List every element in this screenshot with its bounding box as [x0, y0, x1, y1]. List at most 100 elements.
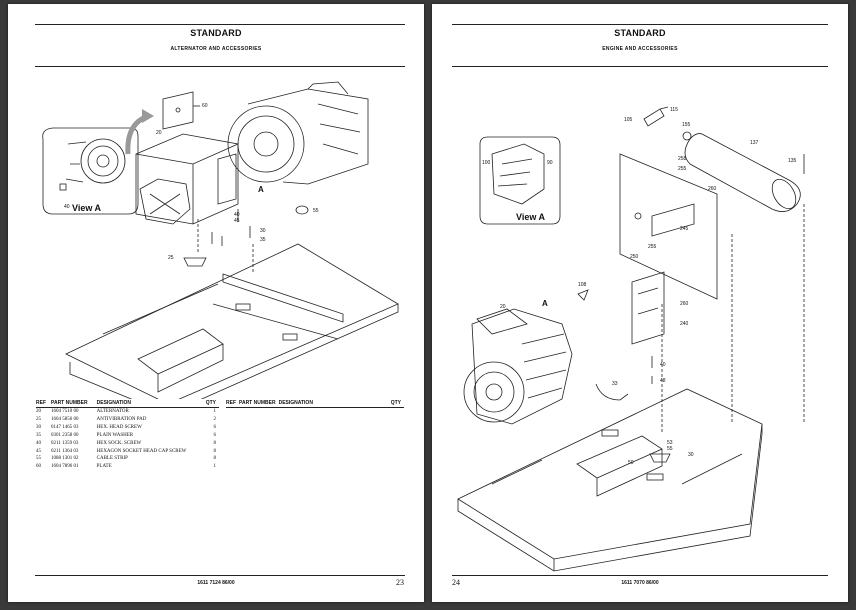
callout-label: 137 — [750, 140, 759, 146]
page-title: STANDARD — [190, 28, 242, 38]
cell-ref: 20 — [36, 409, 41, 414]
callout-label: 108 — [578, 282, 587, 288]
cell-qty: 1 — [213, 409, 217, 414]
callout-label: 33 — [612, 381, 618, 387]
cell-part-number: 0301 2358 00 — [51, 432, 79, 438]
cell-ref: 55 — [36, 456, 41, 462]
callout-label: 55 — [313, 208, 319, 214]
cell-designation: PLAIN WASHER — [96, 432, 134, 438]
callout-label: 240 — [680, 321, 689, 327]
cell-designation: ANTIVIBRATION PAD — [96, 416, 147, 422]
cell-designation: HEXAGON SOCKET HEAD CAP SCREW — [96, 448, 187, 454]
callout-label: 20 — [500, 304, 506, 310]
view-a-inset: 40 View A — [42, 127, 139, 215]
callout-label: 40 — [660, 362, 666, 368]
callout-label: 250 — [630, 254, 639, 260]
table-header-row: REF PART NUMBER DESIGNATION QTY — [226, 400, 404, 408]
callout-label: 255 — [678, 166, 687, 172]
callout-label: 20 — [156, 130, 162, 136]
cell-qty: 8 — [213, 448, 217, 454]
col-designation: DESIGNATION — [278, 400, 391, 408]
callout-label: 90 — [547, 160, 553, 166]
callout-label: 25 — [168, 255, 174, 261]
page-subtitle: ALTERNATOR AND ACCESSORIES — [170, 46, 262, 52]
top-rule — [35, 24, 405, 25]
callout-label: 258 — [678, 156, 687, 162]
cell-qty: 6 — [213, 424, 217, 430]
callout-label: 48 — [660, 378, 666, 384]
cell-designation: HEX. HEAD SCREW — [96, 424, 142, 430]
header-rule — [35, 66, 405, 67]
view-a-label: View A — [72, 203, 102, 213]
callout-label: 55 — [667, 446, 673, 452]
header-rule — [452, 66, 828, 67]
col-qty: QTY — [390, 400, 404, 408]
cell-ref: 60 — [36, 464, 41, 470]
cell-designation: CABLE STRIP — [96, 456, 128, 462]
view-a-marker: A — [258, 185, 264, 194]
cell-part-number: 0211 1364 03 — [51, 448, 79, 454]
cell-qty: 6 — [213, 432, 217, 438]
page-number: 23 — [396, 578, 404, 587]
cell-ref: 25 — [36, 416, 41, 422]
left-page: STANDARD ALTERNATOR AND ACCESSORIES 40 V… — [8, 4, 424, 602]
col-ref: REF — [226, 400, 239, 408]
callout-label: 100 — [482, 160, 491, 166]
cell-designation: PLATE — [96, 464, 112, 470]
table-row: 40 0211 1359 03 HEX SOCK. SCREW 8 — [36, 440, 219, 448]
cell-ref: 30 — [36, 424, 41, 430]
cell-part-number: 1088 1301 02 — [51, 456, 79, 462]
cell-qty: 2 — [213, 416, 217, 422]
cell-qty: 8 — [213, 440, 217, 446]
cell-qty: 8 — [213, 456, 217, 462]
callout-label: 60 — [202, 103, 208, 109]
callout-label: 45 — [234, 218, 240, 224]
cell-part-number: 1604 5856 00 — [51, 416, 79, 422]
col-part-number: PART NUMBER — [239, 400, 279, 408]
footer-rule — [35, 575, 405, 576]
parts-table: REF PART NUMBER DESIGNATION QTY 20 1604 7… — [36, 400, 219, 471]
cell-part-number: 1604 7510 00 — [51, 409, 79, 414]
cell-designation: HEX SOCK. SCREW — [96, 440, 142, 446]
callout-label: 53 — [667, 440, 673, 446]
cell-part-number: 0211 1359 03 — [51, 440, 79, 446]
footer-rule — [452, 575, 828, 576]
callout-label: 30 — [688, 452, 694, 458]
callout-label: 35 — [260, 237, 266, 243]
callout-label: 30 — [260, 228, 266, 234]
col-designation: DESIGNATION — [96, 400, 204, 408]
table-row: 25 1604 5856 00 ANTIVIBRATION PAD 2 — [36, 416, 219, 424]
callout-label: 135 — [788, 158, 797, 164]
table-header-row: REF PART NUMBER DESIGNATION QTY — [36, 400, 219, 408]
col-ref: REF — [36, 400, 51, 408]
col-part-number: PART NUMBER — [51, 400, 97, 408]
footer-code: 1611 7124 86/00 — [197, 580, 235, 586]
alternator-exploded-diagram: 40 View A 60 20 A 55 45 40 30 35 25 — [42, 81, 399, 399]
callout-label: 105 — [624, 117, 633, 123]
callout-label: 155 — [682, 122, 691, 128]
cell-ref: 35 — [36, 432, 41, 438]
callout-label: 260 — [708, 186, 717, 192]
cell-part-number: 0147 1465 03 — [51, 424, 79, 430]
right-page: STANDARD ENGINE AND ACCESSORIES 100 90 V… — [432, 4, 848, 602]
callout-label: 255 — [648, 244, 657, 250]
parts-table-empty: REF PART NUMBER DESIGNATION QTY — [226, 400, 404, 408]
callout-label: 115 — [670, 107, 678, 113]
footer-code: 1611 7070 86/00 — [621, 580, 659, 586]
table-row: 30 0147 1465 03 HEX. HEAD SCREW 6 — [36, 424, 219, 432]
page-title: STANDARD — [614, 28, 666, 38]
view-a-label: View A — [516, 212, 546, 222]
cell-ref: 40 — [36, 440, 41, 446]
callout-label: 40 — [234, 212, 240, 218]
callout-label: 260 — [680, 301, 689, 307]
page-subtitle: ENGINE AND ACCESSORIES — [602, 46, 678, 52]
callout-label: 245 — [680, 226, 689, 232]
table-row: 35 0301 2358 00 PLAIN WASHER 6 — [36, 432, 219, 440]
top-rule — [452, 24, 828, 25]
table-row: 55 1088 1301 02 CABLE STRIP 8 — [36, 455, 219, 463]
view-a-inset: 100 90 View A — [479, 136, 561, 225]
cell-qty: 1 — [213, 464, 217, 470]
